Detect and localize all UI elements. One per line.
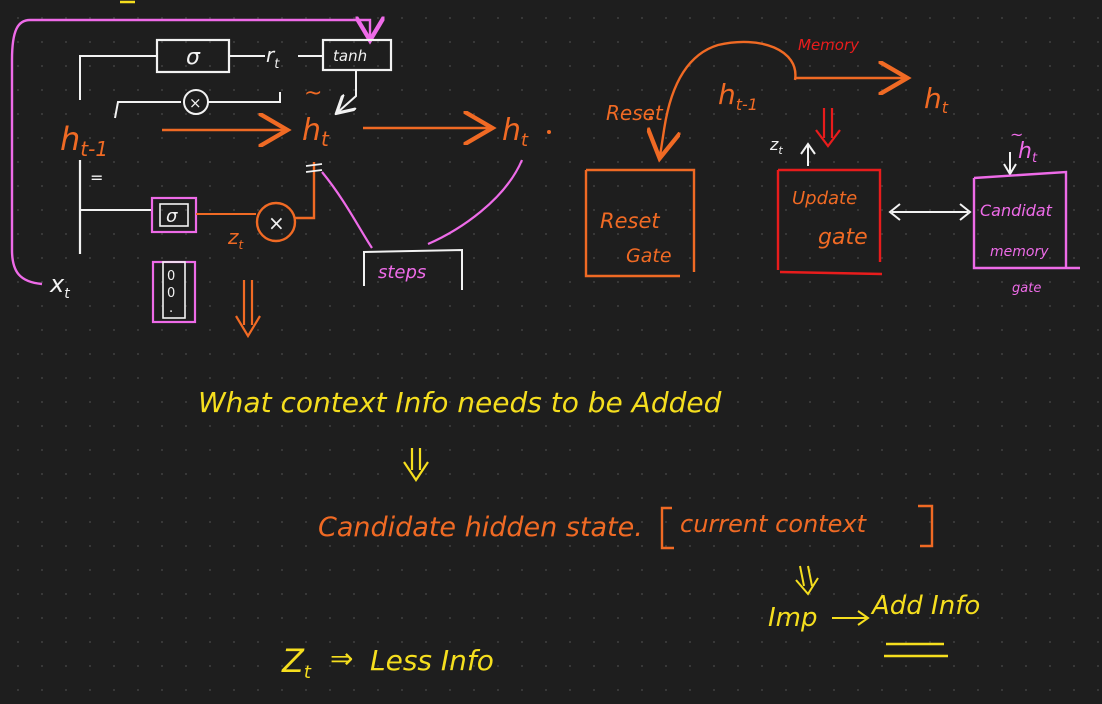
h-tilde-right-label: ht: [1018, 139, 1038, 166]
note-line2: Candidate hidden state.: [318, 512, 643, 543]
z-t-label: zt: [227, 225, 245, 252]
x-t-label: xt: [49, 270, 70, 302]
update-gate-box: [776, 168, 883, 276]
imp-arrow: [832, 610, 870, 626]
mult-line: [114, 101, 181, 119]
note-double-arrow-2: [795, 565, 819, 596]
equals-mark: =: [90, 168, 103, 187]
sigma-bottom-label: σ: [166, 206, 178, 227]
steps-bracket: [363, 248, 463, 290]
note-add-info: Add Info: [870, 591, 980, 621]
h-tilde-tilde: ~: [304, 81, 322, 106]
reset-gate-line2: Gate: [626, 245, 672, 267]
candidate-gate-box: [972, 170, 1080, 270]
candidate-line3: gate: [1012, 281, 1041, 296]
h-tilde-right-tilde: ~: [1010, 125, 1023, 144]
right-gru-diagram: Memory ht-1 Reset ht zt Reset Gate Updat…: [584, 36, 1080, 296]
z-t-right-label: zt: [769, 135, 783, 157]
left-double-arrow: [235, 280, 261, 339]
reset-dot: [649, 116, 653, 120]
double-tick: [305, 163, 323, 173]
h-prev-right-label: ht-1: [718, 78, 758, 114]
bracket-left: [660, 506, 674, 550]
vector-val-2: 0: [167, 286, 175, 301]
mult-to-htilde-line: [295, 162, 316, 220]
note-imp: Imp: [768, 603, 818, 633]
h-prev-label: ht-1: [60, 120, 108, 161]
sigma-top-label: σ: [186, 45, 201, 70]
reset-label: Reset: [606, 101, 664, 125]
bracket-right: [918, 504, 934, 548]
note-line1: What context Info needs to be Added: [198, 386, 722, 419]
update-gate-line1: Update: [792, 188, 857, 209]
h-out-label: ht: [502, 113, 529, 151]
h-tilde-label: ht: [302, 113, 330, 151]
mult-circle-label: ×: [189, 94, 202, 112]
update-candidate-arrow: [888, 203, 972, 221]
mult-bottom-label: ×: [268, 211, 285, 235]
memory-label: Memory: [798, 36, 860, 54]
pink-feedback-loop: [10, 20, 370, 286]
tanh-label: tanh: [333, 47, 367, 65]
candidate-line2: memory: [990, 244, 1049, 260]
add-info-underline: [884, 642, 948, 658]
note-less-info: Less Info: [370, 644, 494, 677]
notes: What context Info needs to be Added Cand…: [198, 386, 980, 683]
r-t-label: rt: [266, 43, 280, 72]
htilde-down-arrow: [1003, 152, 1017, 176]
reset-gate-line1: Reset: [600, 209, 660, 233]
memory-arc: [660, 40, 797, 156]
tanh-down-arrow: [338, 70, 357, 112]
vector-val-1: 0: [167, 269, 175, 284]
note-zt: Zt: [281, 642, 312, 683]
sigma-bottom-inner: [159, 203, 189, 227]
note-implies: ⇒: [330, 642, 353, 675]
red-double-arrow: [815, 108, 841, 148]
pink-v-curve: [321, 159, 524, 249]
mult-bottom-circle: [255, 201, 297, 243]
mult-to-right-line: [208, 92, 281, 103]
steps-label: steps: [378, 262, 426, 283]
vector-val-3: .: [169, 301, 173, 316]
reset-gate-box: [584, 168, 696, 278]
candidate-line1: Candidat: [980, 201, 1053, 220]
h-out-dot: [547, 130, 551, 134]
note-double-arrow-1: [403, 448, 429, 482]
zt-up-arrow: [800, 142, 816, 166]
left-gru-diagram: σ rt tanh × ht-1 ~ ht ht = σ: [10, 0, 551, 339]
h-t-right-label: ht: [924, 82, 949, 117]
note-current-context: current context: [680, 510, 868, 538]
sigma-top-left-line: [79, 55, 157, 100]
update-gate-line2: gate: [818, 225, 868, 250]
vector-inner-box: [162, 261, 186, 319]
